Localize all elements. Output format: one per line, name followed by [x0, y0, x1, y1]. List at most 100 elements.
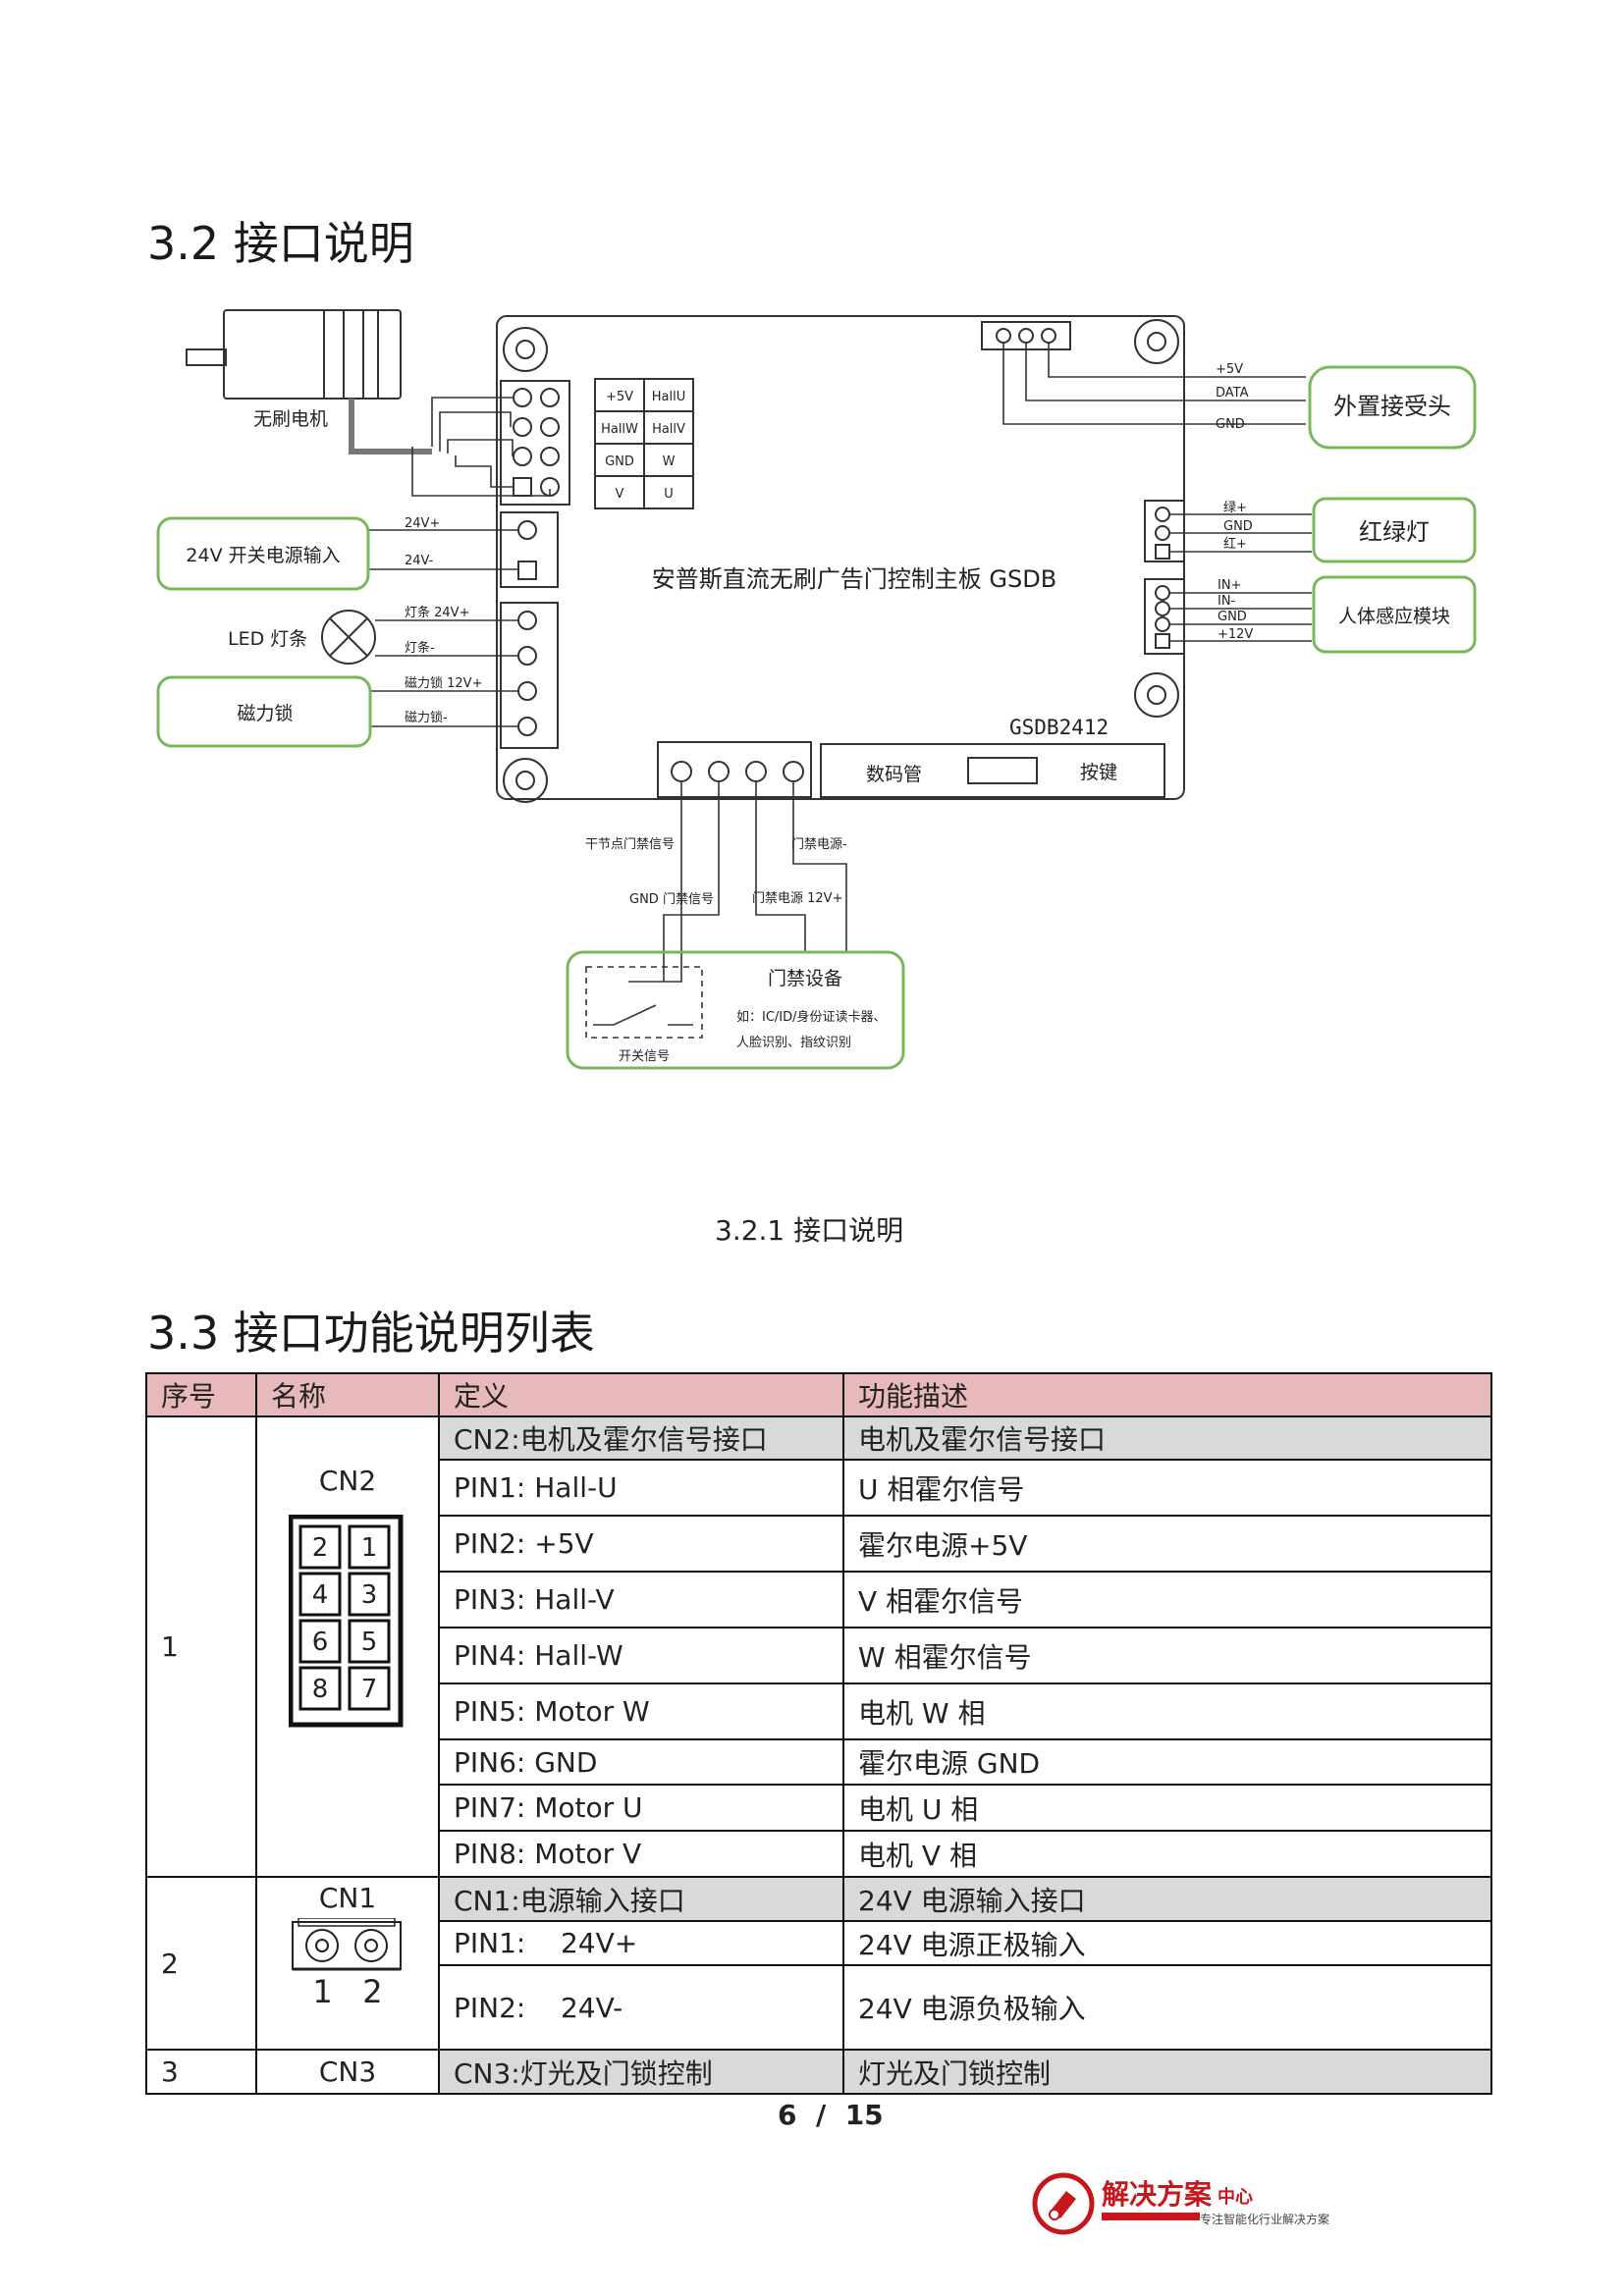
table-cell: 霍尔电源 GND	[842, 1738, 1492, 1786]
header-description: 功能描述	[842, 1372, 1492, 1417]
table-cell: PIN7: Motor U	[438, 1784, 844, 1832]
table-cell: CN2:电机及霍尔信号接口	[438, 1415, 844, 1461]
rg-light-label: 红绿灯	[1359, 518, 1430, 546]
table-cell: PIN8: Motor V	[438, 1830, 844, 1878]
wire-24v-pos: 24V+	[405, 516, 440, 531]
cn3-connector	[500, 602, 559, 749]
table-cell: PIN1: Hall-U	[438, 1459, 844, 1517]
access-pwr-pos-label: 门禁电源 12V+	[752, 891, 842, 906]
table-cell: PIN1: 24V+	[438, 1920, 844, 1966]
cn2-pin-1: 1	[361, 1533, 378, 1563]
cn2-pin-6: 6	[312, 1628, 329, 1657]
logo-name: 解决方案	[1102, 2178, 1213, 2211]
access-device-label: 门禁设备	[768, 968, 842, 989]
hall-grid-4: GND	[605, 454, 634, 469]
sensor-box	[1312, 575, 1477, 654]
wire-led-neg: 灯条-	[405, 640, 435, 656]
digit-tube-label: 数码管	[866, 764, 922, 785]
row-no-3: 3	[145, 2049, 257, 2095]
table-cell: W 相霍尔信号	[842, 1627, 1492, 1684]
hall-grid-2: HallW	[601, 422, 638, 437]
header-name: 名称	[255, 1372, 440, 1417]
wire-lock-neg: 磁力锁-	[405, 710, 448, 725]
interface-function-table: 序号 名称 定义 功能描述 1 CN2 1 2 3 4	[145, 1372, 1492, 2095]
table-cell: PIN5: Motor W	[438, 1682, 844, 1740]
table-cell: 电机 W 相	[842, 1682, 1492, 1740]
body-sensor-label: 人体感应模块	[1338, 606, 1450, 627]
mount-hole-br	[1134, 672, 1179, 718]
logo-bar	[1102, 2213, 1200, 2220]
cn2-pin-2: 2	[312, 1533, 329, 1563]
switch-dashed-box	[585, 966, 703, 1039]
table-cell: 24V 电源正极输入	[842, 1920, 1492, 1966]
cn2-header	[500, 380, 570, 506]
logo-tagline: 专注智能化行业解决方案	[1200, 2213, 1330, 2226]
hall-grid-0: +5V	[606, 390, 633, 404]
header-no: 序号	[145, 1372, 257, 1417]
cn2-name: CN2	[318, 1465, 377, 1497]
mag-lock-box	[156, 675, 372, 748]
cn3-name: CN3	[255, 2049, 440, 2095]
table-cell: 灯光及门锁控制	[842, 2049, 1492, 2095]
table-cell: PIN4: Hall-W	[438, 1627, 844, 1684]
dry-contact-label: 干节点门禁信号	[585, 837, 675, 852]
hall-grid-3: HallV	[652, 422, 685, 437]
table-row: PIN1: 24V+24V 电源正极输入	[146, 1920, 1492, 1966]
cn2-pin-7: 7	[361, 1675, 378, 1704]
digit-key-block	[820, 743, 1165, 798]
ext-receiver-box	[1308, 365, 1477, 450]
power-input-label: 24V 开关电源输入	[186, 545, 340, 566]
wire-s-in-pos: IN+	[1218, 578, 1241, 593]
cn1-cell: CN1 1 2	[255, 1876, 440, 2051]
wire-lock-pos: 磁力锁 12V+	[405, 675, 482, 691]
wire-s-12v: +12V	[1218, 627, 1253, 642]
cn1-connector	[500, 511, 559, 588]
table-cell: U 相霍尔信号	[842, 1459, 1492, 1517]
table-cell: 24V 电源负极输入	[842, 1964, 1492, 2051]
footer-logo: 解决方案 中心 专注智能化行业解决方案	[1031, 2171, 1345, 2260]
page-number: 6 / 15	[778, 2099, 884, 2131]
led-strip-symbol	[321, 610, 376, 665]
table-cell: 电机及霍尔信号接口	[842, 1415, 1492, 1461]
mount-hole-bl	[503, 758, 548, 803]
hall-grid-1: HallU	[652, 390, 685, 404]
table-cell: CN3:灯光及门锁控制	[438, 2049, 844, 2095]
table-cell: CN1:电源输入接口	[438, 1876, 844, 1922]
motor-label: 无刷电机	[253, 408, 328, 430]
access-device-box	[566, 950, 905, 1070]
board-title: 安普斯直流无刷广告门控制主板 GSDB	[652, 565, 1056, 593]
mount-hole-tl	[503, 327, 548, 372]
table-cell: 24V 电源输入接口	[842, 1876, 1492, 1922]
wiring-diagram: 无刷电机 24V 开关电源输入 LED 灯条 磁力锁 外置接受头 红绿灯 人体感…	[156, 309, 1477, 1070]
table-cell: 电机 U 相	[842, 1784, 1492, 1832]
cn2-cell: CN2 1 2 3 4 5 6 7 8	[255, 1415, 440, 1878]
table-cell: V 相霍尔信号	[842, 1571, 1492, 1629]
wire-s-in-neg: IN-	[1218, 594, 1236, 609]
switch-signal-label: 开关信号	[619, 1049, 670, 1064]
row-no-2: 2	[145, 1876, 257, 2051]
table-row: 1 CN2 1 2 3 4 5 6 7 8	[145, 1415, 1492, 1878]
cn1-name: CN1	[318, 1882, 377, 1914]
hall-grid-7: U	[664, 487, 674, 502]
power-input-box	[156, 516, 370, 591]
cn2-pin-4: 4	[312, 1580, 329, 1610]
led-strip-label: LED 灯条	[228, 628, 307, 650]
ext-receiver-label: 外置接受头	[1333, 393, 1451, 420]
row-no-1: 1	[145, 1415, 257, 1878]
digit-tube-pins	[967, 757, 1038, 784]
cn2-connector-icon: 1 2 3 4 5 6 7 8	[288, 1514, 404, 1728]
access-pwr-neg-label: 门禁电源-	[791, 837, 847, 852]
access-note-2: 人脸识别、指纹识别	[736, 1036, 851, 1050]
mag-lock-label: 磁力锁	[237, 703, 293, 724]
logo-emblem-icon	[1032, 2172, 1095, 2235]
wire-rg-gnd: GND	[1223, 519, 1253, 534]
key-label: 按键	[1080, 762, 1117, 783]
wire-rg-red: 红+	[1223, 536, 1247, 552]
table-cell: PIN2: +5V	[438, 1515, 844, 1573]
table-row: PIN2: 24V-24V 电源负极输入	[146, 1964, 1492, 2051]
